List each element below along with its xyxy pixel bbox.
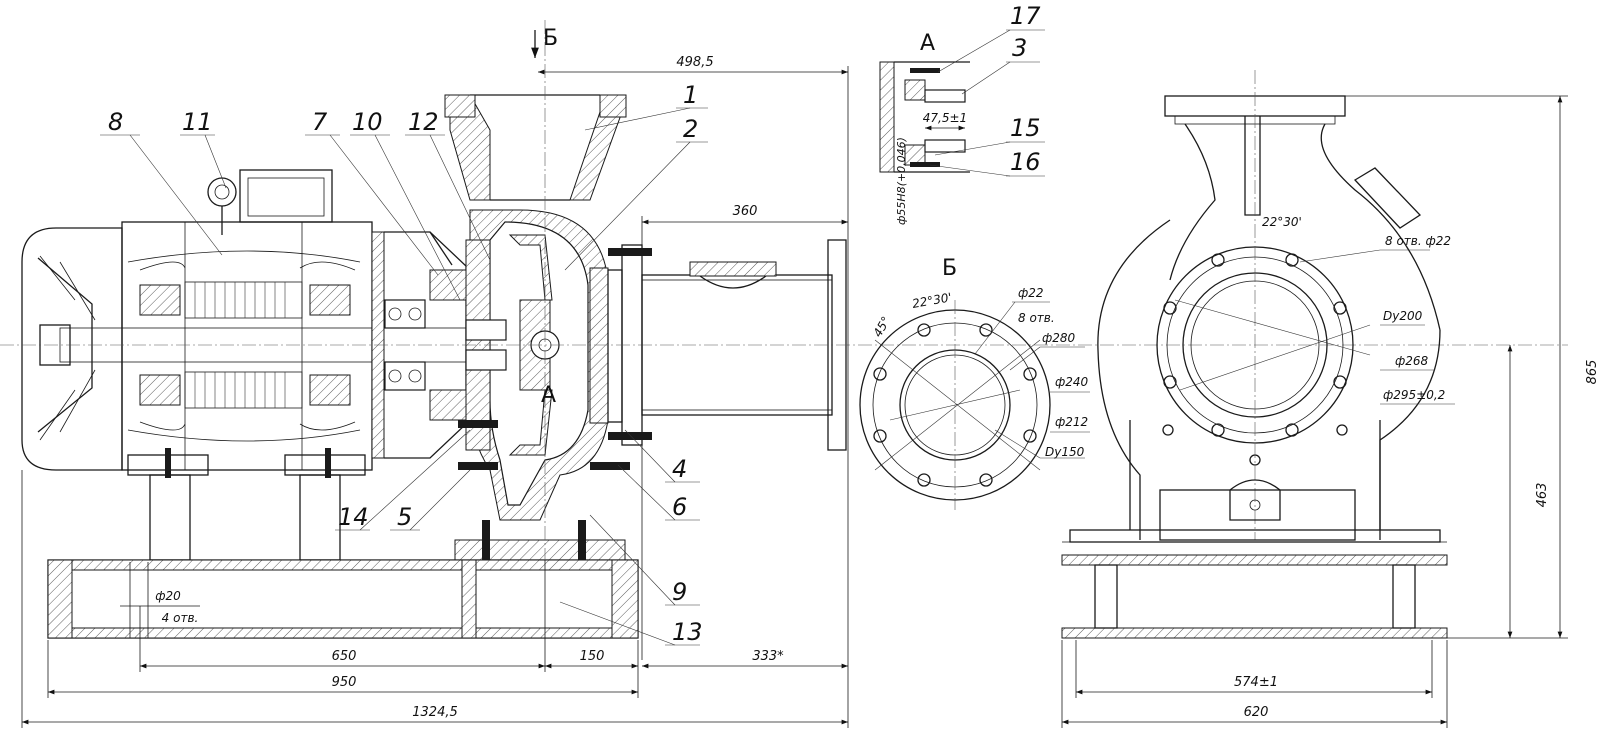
- callout-4: 4: [672, 455, 687, 483]
- detail-a: А 47,5±1 ф55Н8(+0,046) 17 3 15 16: [879, 2, 1045, 225]
- callout-13: 13: [672, 618, 703, 646]
- view-b-label: Б: [942, 256, 957, 281]
- callout-10: 10: [352, 108, 383, 136]
- baseplate: [47, 559, 639, 639]
- dim-650: 650: [332, 649, 357, 664]
- side-dim-865: 865: [1585, 360, 1600, 385]
- detail-a-label: А: [920, 31, 935, 56]
- view-b-angle-2230: 22°30': [911, 290, 953, 311]
- callout-3: 3: [1012, 34, 1027, 62]
- section-arrow-label: Б: [543, 26, 558, 51]
- callout-17: 17: [1010, 2, 1041, 30]
- main-dimensions: 498,5 360 ф20 4 отв. 650 150 333* 950 13…: [21, 55, 849, 728]
- callout-8: 8: [108, 108, 123, 136]
- dim-13245: 1324,5: [412, 705, 458, 720]
- callout-9: 9: [672, 578, 687, 606]
- view-b-phi280: ф280: [1042, 331, 1076, 345]
- view-b-phi22: ф22: [1018, 286, 1044, 300]
- callout-15: 15: [1010, 114, 1041, 142]
- detail-a-dim-475: 47,5±1: [923, 111, 967, 125]
- view-b-8-holes: 8 отв.: [1018, 311, 1055, 325]
- callout-7: 7: [312, 108, 328, 136]
- callout-14: 14: [338, 503, 369, 531]
- callout-6: 6: [672, 493, 687, 521]
- detail-a-dim-fit: ф55Н8(+0,046): [895, 137, 908, 225]
- bearing-frame: [371, 231, 467, 459]
- callouts: 8 11 7 10 12 1 2 4 6 9 13 14 5: [100, 81, 708, 646]
- view-b-dy150: Dу150: [1045, 445, 1085, 459]
- callout-16: 16: [1010, 148, 1041, 176]
- section-a-label: А: [541, 383, 556, 408]
- side-phi268: ф268: [1395, 354, 1429, 368]
- view-b-flange: Б 45° 22°30' ф22 8 отв. ф280 ф240 ф212 D…: [859, 256, 1090, 510]
- callout-1: 1: [683, 81, 698, 109]
- side-dim-620: 620: [1244, 705, 1269, 720]
- view-b-phi212: ф212: [1055, 415, 1088, 429]
- view-b-phi240: ф240: [1055, 375, 1089, 389]
- motor: [21, 169, 481, 561]
- callout-11: 11: [182, 108, 213, 136]
- dim-360: 360: [733, 204, 758, 219]
- side-8-holes-phi22: 8 отв. ф22: [1385, 234, 1451, 248]
- side-dim-574: 574±1: [1234, 675, 1278, 690]
- callout-2: 2: [683, 115, 698, 143]
- side-dim-463: 463: [1535, 483, 1550, 508]
- side-view: 22°30' 8 отв. ф22 Dу200 ф268 ф295±0,2 86…: [1061, 70, 1600, 728]
- dim-phi20: ф20: [155, 589, 181, 603]
- side-phi295: ф295±0,2: [1383, 388, 1445, 402]
- dim-333: 333*: [752, 649, 784, 664]
- dim-4-holes: 4 отв.: [162, 611, 199, 625]
- dim-4985: 498,5: [676, 55, 713, 70]
- side-dy200: Dу200: [1383, 309, 1423, 323]
- callout-5: 5: [397, 503, 412, 531]
- side-angle-2230: 22°30': [1262, 215, 1302, 229]
- callout-12: 12: [408, 108, 439, 136]
- dim-150: 150: [580, 649, 605, 664]
- dim-950: 950: [332, 675, 357, 690]
